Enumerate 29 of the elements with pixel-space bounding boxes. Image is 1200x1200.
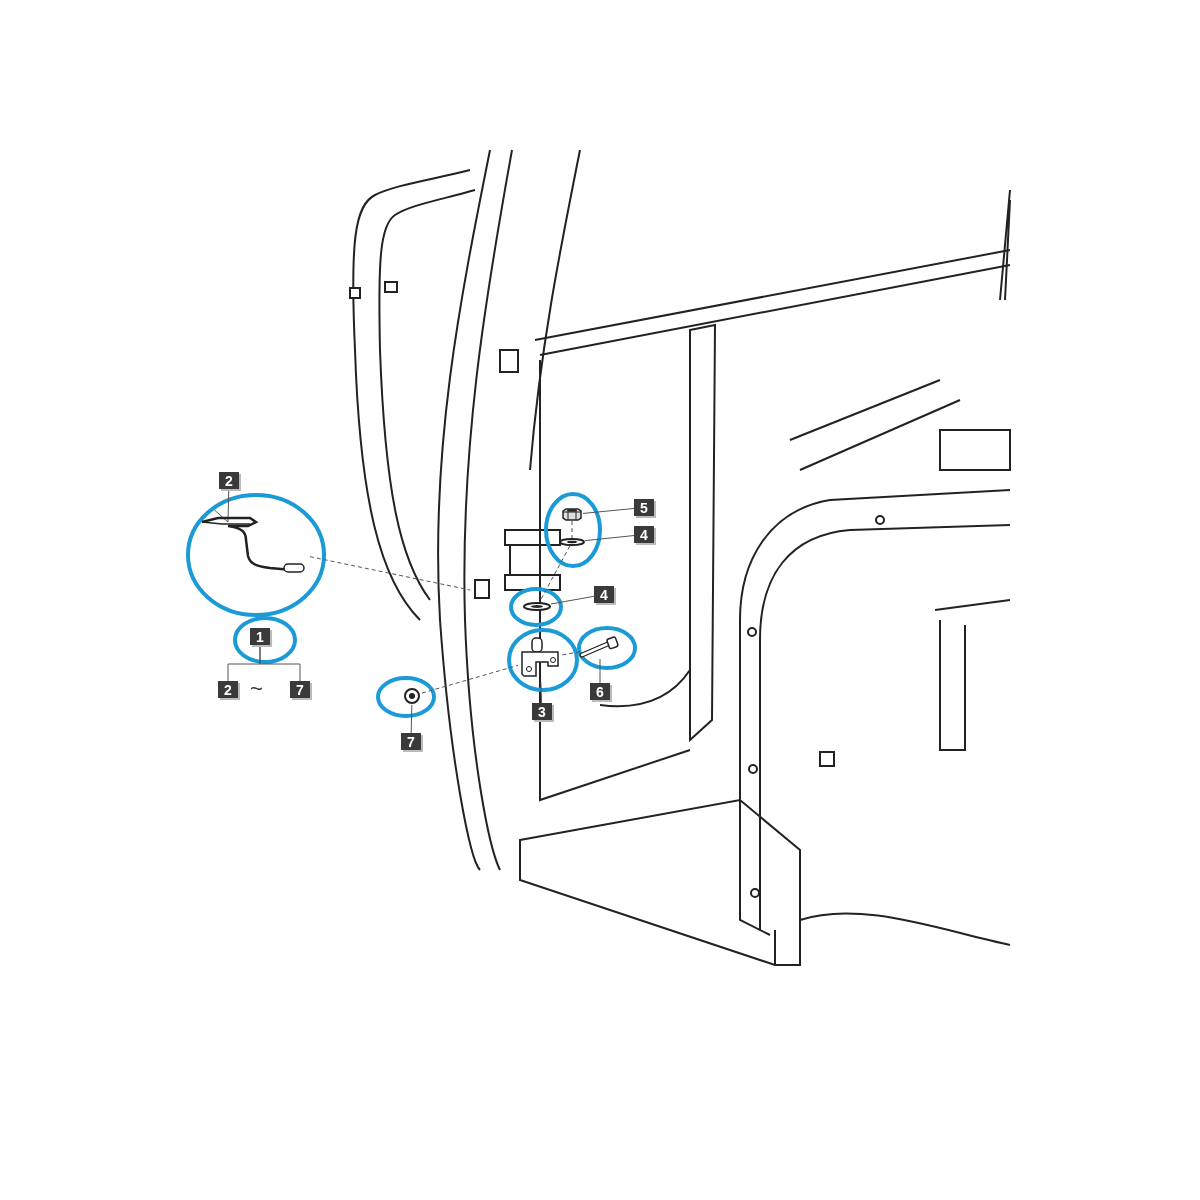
leader-line (584, 535, 635, 542)
range-sign: ~ (250, 676, 263, 702)
assembly-line (561, 651, 581, 656)
assembly-line (538, 545, 571, 603)
assembly-line (421, 664, 519, 694)
callout-number: 3 (532, 703, 552, 720)
callout-number: 2 (219, 472, 239, 489)
callout-number: 4 (634, 526, 654, 543)
bolt-drawing (580, 637, 620, 659)
leader-line (550, 595, 595, 605)
leader-line (599, 658, 601, 684)
callout-number: 2 (218, 681, 238, 698)
assembly-line (571, 520, 573, 539)
callout-number: 4 (594, 586, 614, 603)
callout-number: 7 (401, 733, 421, 750)
leader-line (410, 704, 413, 734)
callout-number: 5 (634, 499, 654, 516)
washer-drawing (523, 602, 551, 611)
leader-line (213, 488, 230, 523)
leader-line (540, 681, 543, 704)
callout-number: 7 (290, 681, 310, 698)
leader-line (259, 644, 301, 682)
nut-drawing (561, 508, 583, 521)
leader-line (582, 507, 635, 514)
nut-drawing (402, 687, 422, 705)
assembly-line (309, 556, 471, 591)
callout-number: 1 (250, 628, 270, 645)
callout-number: 6 (590, 683, 610, 700)
washer-drawing (559, 538, 585, 546)
